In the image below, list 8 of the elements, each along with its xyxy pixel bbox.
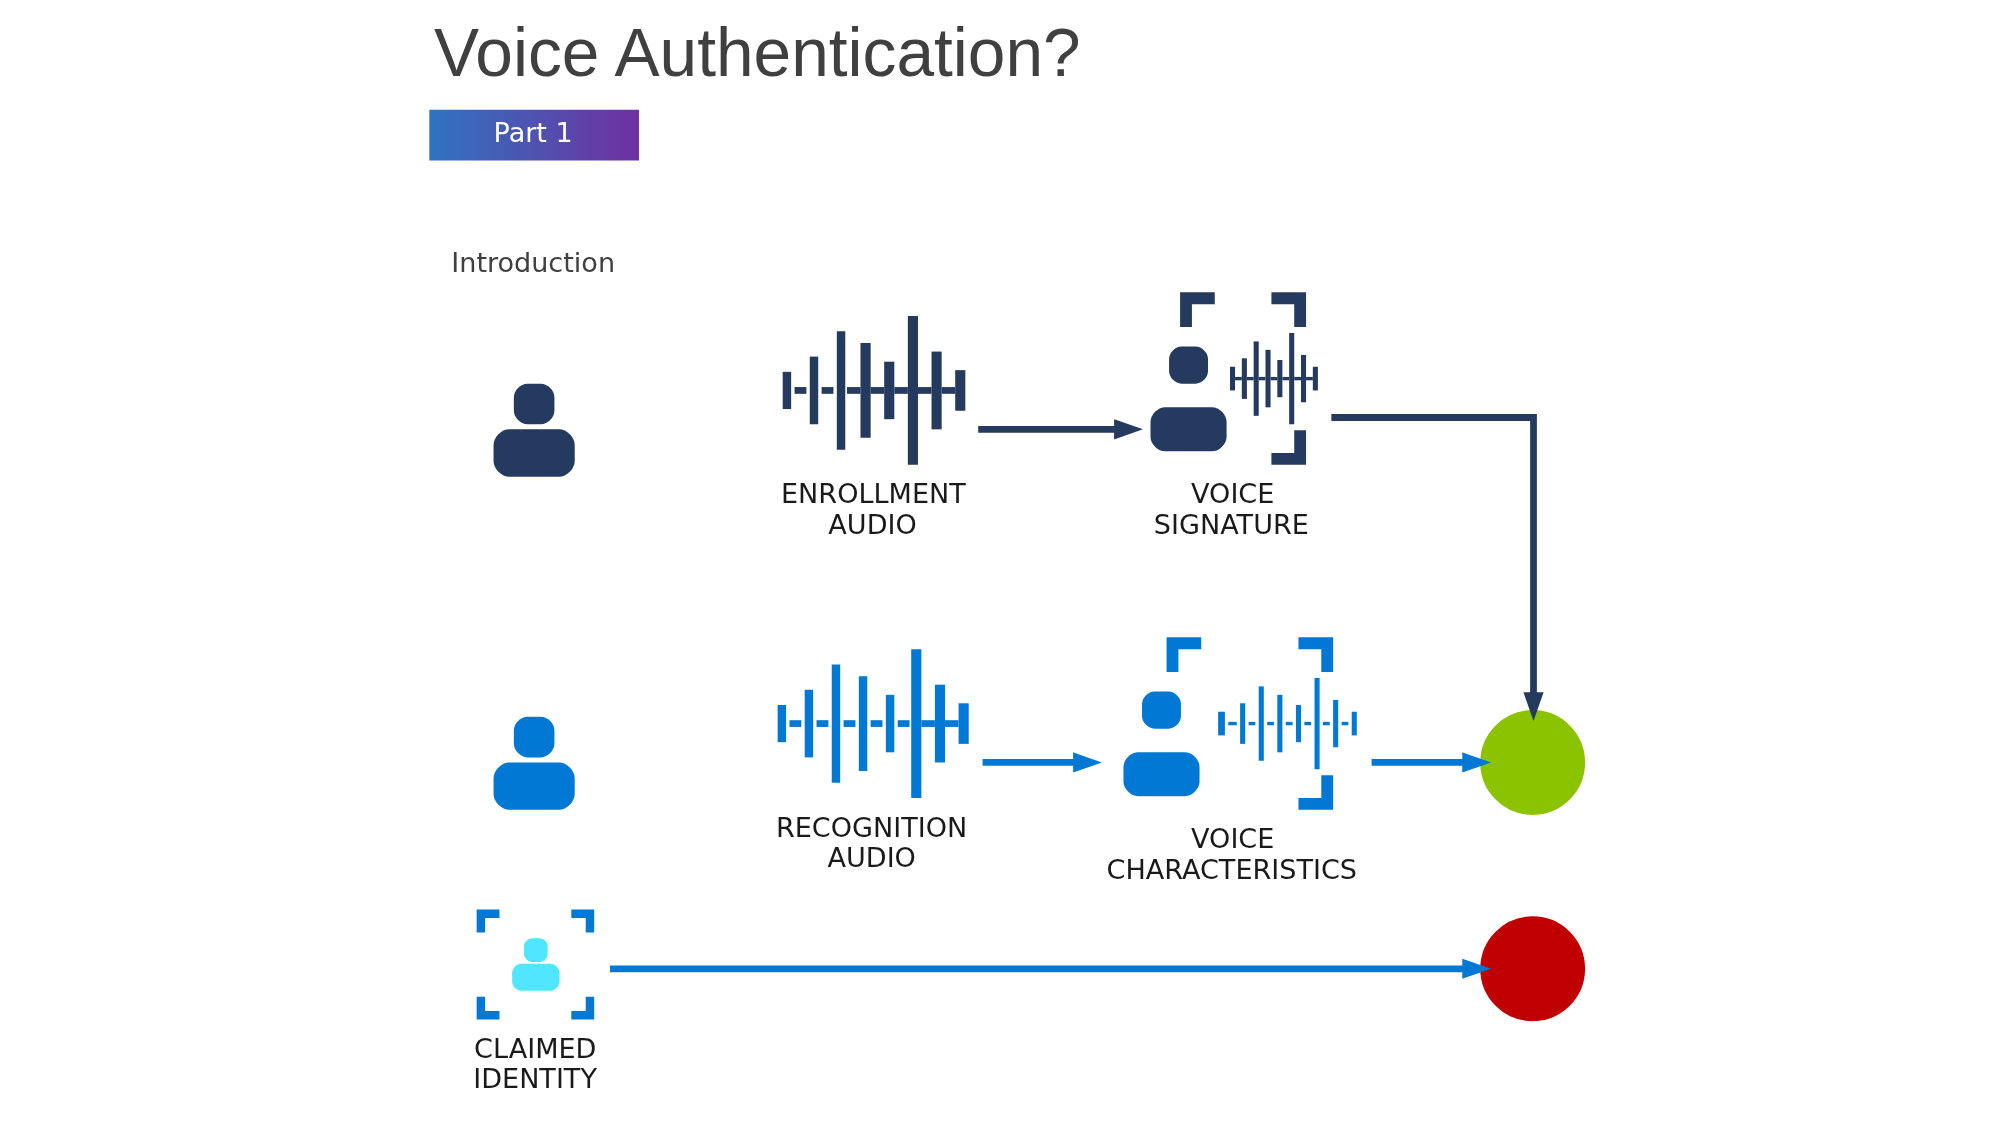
diagram-title: Voice Authentication?: [433, 14, 1081, 90]
node-label: ENROLLMENT AUDIO: [781, 478, 966, 540]
node-label: VOICE CHARACTERISTICS: [1106, 823, 1357, 885]
label: Part 1: [493, 116, 573, 148]
node-label: VOICE SIGNATURE: [1153, 478, 1309, 540]
label: Introduction: [451, 246, 616, 278]
node-label: RECOGNITION AUDIO: [775, 811, 968, 873]
node-label: CLAIMED IDENTITY: [473, 1033, 597, 1095]
